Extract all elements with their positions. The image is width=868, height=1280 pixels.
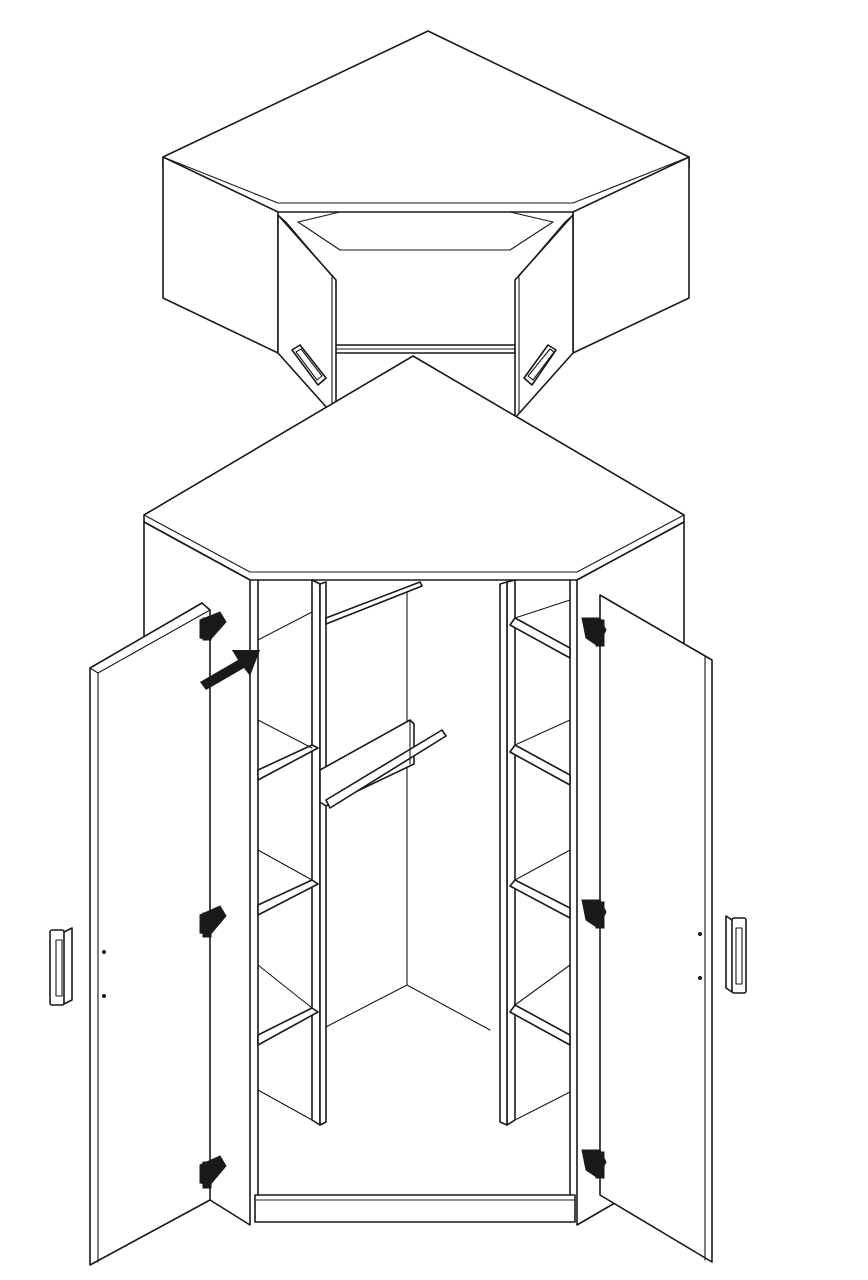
wardrobe-top: [143, 355, 685, 581]
shelf: [257, 744, 319, 781]
hinge-icon: [199, 611, 227, 641]
shelf: [509, 879, 571, 919]
hinge-icon: [581, 899, 607, 929]
right-shelf-column: [499, 579, 571, 1126]
shelf: [509, 617, 571, 659]
arrow-icon: [200, 650, 260, 690]
upper-cabinet-top: [162, 30, 690, 213]
handle-icon: [523, 344, 557, 386]
left-shelf-column: [257, 579, 327, 1126]
upper-corner-cabinet: [162, 30, 690, 419]
corner-wardrobe: [49, 355, 747, 1266]
wardrobe-right-door: [599, 594, 713, 1263]
shelf: [257, 879, 319, 916]
shelf: [509, 1004, 571, 1046]
shelf: [257, 1007, 319, 1046]
hinge-icon: [581, 617, 607, 647]
wardrobe-plinth: [254, 1194, 576, 1223]
upper-cabinet-right-door: [514, 214, 574, 419]
hinge-icon: [199, 905, 227, 938]
handle-icon: [49, 927, 73, 1006]
wardrobe-left-door: [89, 602, 211, 1266]
hinge-icon: [199, 1155, 227, 1189]
shelf: [509, 744, 571, 786]
hanging-rail-lower: [319, 719, 447, 809]
hinge-icon: [581, 1149, 607, 1179]
handle-icon: [725, 915, 747, 994]
handle-icon: [291, 344, 327, 386]
upper-cabinet-left-door: [277, 214, 337, 419]
hanging-rail-upper: [325, 581, 423, 625]
